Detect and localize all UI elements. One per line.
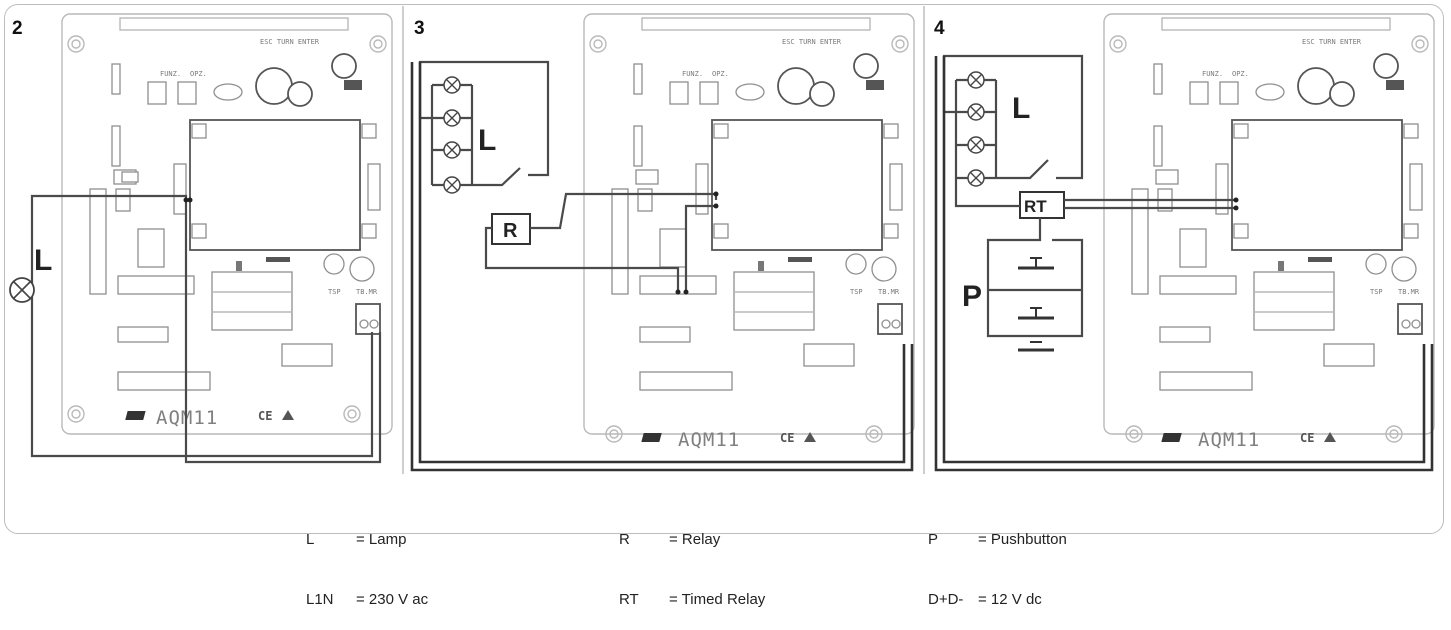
switch-contact — [472, 167, 521, 187]
lamp-wire — [30, 296, 374, 458]
legend-row: RT = Timed Relay — [619, 590, 765, 610]
legend-key: D+D- — [928, 591, 964, 608]
model-label: AQM11 — [678, 429, 740, 451]
legend-row: D+D- = 12 V dc — [928, 590, 1067, 610]
legend-col-3: P = Pushbutton D+D- = 12 V dc — [928, 490, 1067, 630]
panel-number: 2 — [12, 18, 23, 39]
lamp-bank — [954, 71, 998, 187]
legend-value: = 230 V ac — [356, 591, 429, 608]
lamp-bank — [430, 76, 474, 194]
panel-4: 4 FUNZ. OPZ. ESC TURN ENTER — [934, 13, 1435, 472]
certification-marks: CE — [258, 409, 272, 423]
legend-key: L1N — [306, 591, 334, 608]
buttons-silk-label: ESC TURN ENTER — [782, 38, 842, 46]
buttons-silk-label: ESC TURN ENTER — [260, 38, 320, 46]
opt-silk-label: OPZ. — [1232, 70, 1249, 78]
contact-wire — [942, 54, 1084, 180]
panel-number: 3 — [414, 18, 425, 39]
supply-wire — [418, 62, 906, 464]
lamp-wire — [184, 206, 382, 464]
wiring-diagram: 2 FUNZ. OPZ. ESC TURN ENTER — [9, 6, 1435, 474]
control-board: FUNZ. OPZ. ESC TURN ENTER — [61, 13, 393, 435]
relay-wire — [954, 178, 1020, 208]
legend-value: = 12 V dc — [978, 591, 1042, 608]
legend-col-1: L = Lamp L1N = 230 V ac — [306, 490, 428, 630]
pushbutton-symbol — [1018, 257, 1054, 352]
contact-wire — [418, 60, 550, 177]
panel-2: 2 FUNZ. OPZ. ESC TURN ENTER — [9, 13, 393, 464]
fuse-silk-label: FUNZ. — [160, 70, 181, 78]
tbmr-silk-label: TB.MR — [356, 288, 378, 296]
legend-value: = Pushbutton — [978, 531, 1067, 548]
pushbutton-wire — [986, 218, 1084, 338]
legend-row: L = Lamp — [306, 530, 428, 550]
legend-value: = Relay — [669, 531, 721, 548]
buttons-silk-label: ESC TURN ENTER — [1302, 38, 1362, 46]
switch-contact — [996, 159, 1049, 180]
opt-silk-label: OPZ. — [712, 70, 729, 78]
legend-key: RT — [619, 591, 639, 608]
pushbutton-label: P — [962, 280, 982, 313]
supply-wire — [942, 56, 1426, 464]
tbmr-silk-label: TB.MR — [878, 288, 900, 296]
legend-key: R — [619, 531, 630, 548]
legend-row: P = Pushbutton — [928, 530, 1067, 550]
panel-3: 3 FUNZ. OPZ. ESC TURN ENTER — [410, 13, 915, 472]
tsp-silk-label: TSP — [328, 288, 341, 296]
timed-relay-label: RT — [1024, 197, 1047, 216]
legend-row: L1N = 230 V ac — [306, 590, 428, 610]
supply-wire — [934, 56, 1434, 472]
legend-value: = Lamp — [356, 531, 407, 548]
certification-marks: CE — [1300, 431, 1314, 445]
supply-wire — [684, 204, 716, 292]
control-board: FUNZ. OPZ. ESC TURN ENTER — [583, 13, 915, 451]
tbmr-silk-label: TB.MR — [1398, 288, 1420, 296]
supply-wire — [410, 62, 914, 472]
certification-marks: CE — [780, 431, 794, 445]
legend-key: P — [928, 531, 939, 548]
tsp-silk-label: TSP — [1370, 288, 1383, 296]
lamp-label: L — [478, 124, 496, 157]
fuse-silk-label: FUNZ. — [682, 70, 703, 78]
fuse-silk-label: FUNZ. — [1202, 70, 1223, 78]
model-label: AQM11 — [156, 407, 218, 429]
lamp-label: L — [34, 244, 52, 277]
legend-key: L — [306, 531, 315, 548]
relay-label: R — [503, 220, 518, 242]
opt-silk-label: OPZ. — [190, 70, 207, 78]
model-label: AQM11 — [1198, 429, 1260, 451]
relay-coil-wire — [484, 226, 680, 292]
legend-value: = Timed Relay — [669, 591, 766, 608]
lamp-label: L — [1012, 92, 1030, 125]
legend-row: R = Relay — [619, 530, 765, 550]
control-board: FUNZ. OPZ. ESC TURN ENTER — [1103, 13, 1435, 451]
tsp-silk-label: TSP — [850, 288, 863, 296]
panel-number: 4 — [934, 18, 945, 39]
legend-col-2: R = Relay RT = Timed Relay — [619, 490, 765, 630]
lamp-symbol — [9, 277, 35, 303]
